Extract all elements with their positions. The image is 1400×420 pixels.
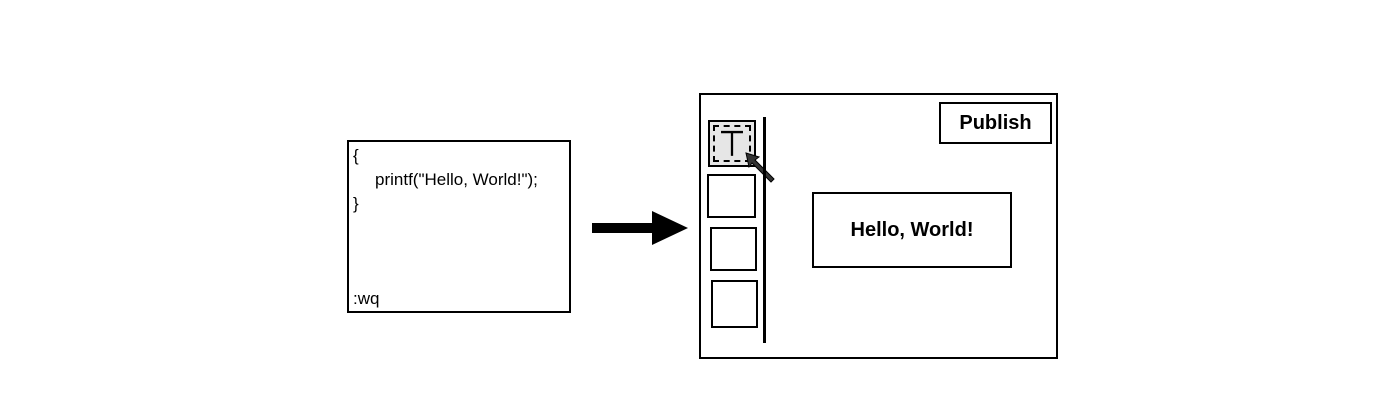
selection-outline: [713, 125, 751, 162]
code-line-printf: printf("Hello, World!");: [375, 170, 538, 189]
text-tool-button[interactable]: [708, 120, 756, 167]
text-tool-icon: [721, 130, 743, 156]
publish-button[interactable]: Publish: [939, 102, 1052, 144]
palette-divider: [763, 117, 766, 343]
text-editor: { printf("Hello, World!"); } :wq: [347, 140, 571, 313]
editor-command-line: :wq: [353, 289, 380, 308]
palette-slot[interactable]: [710, 227, 757, 271]
hello-world-text-block[interactable]: Hello, World!: [812, 192, 1012, 268]
page-builder-window: Publish Hello, World!: [699, 93, 1058, 359]
palette-slot[interactable]: [711, 280, 758, 328]
flow-arrow-icon: [592, 211, 688, 245]
code-line-open-brace: {: [353, 146, 359, 165]
palette-slot[interactable]: [707, 174, 756, 218]
mouse-cursor-icon: [745, 152, 775, 183]
code-line-close-brace: }: [353, 194, 359, 213]
